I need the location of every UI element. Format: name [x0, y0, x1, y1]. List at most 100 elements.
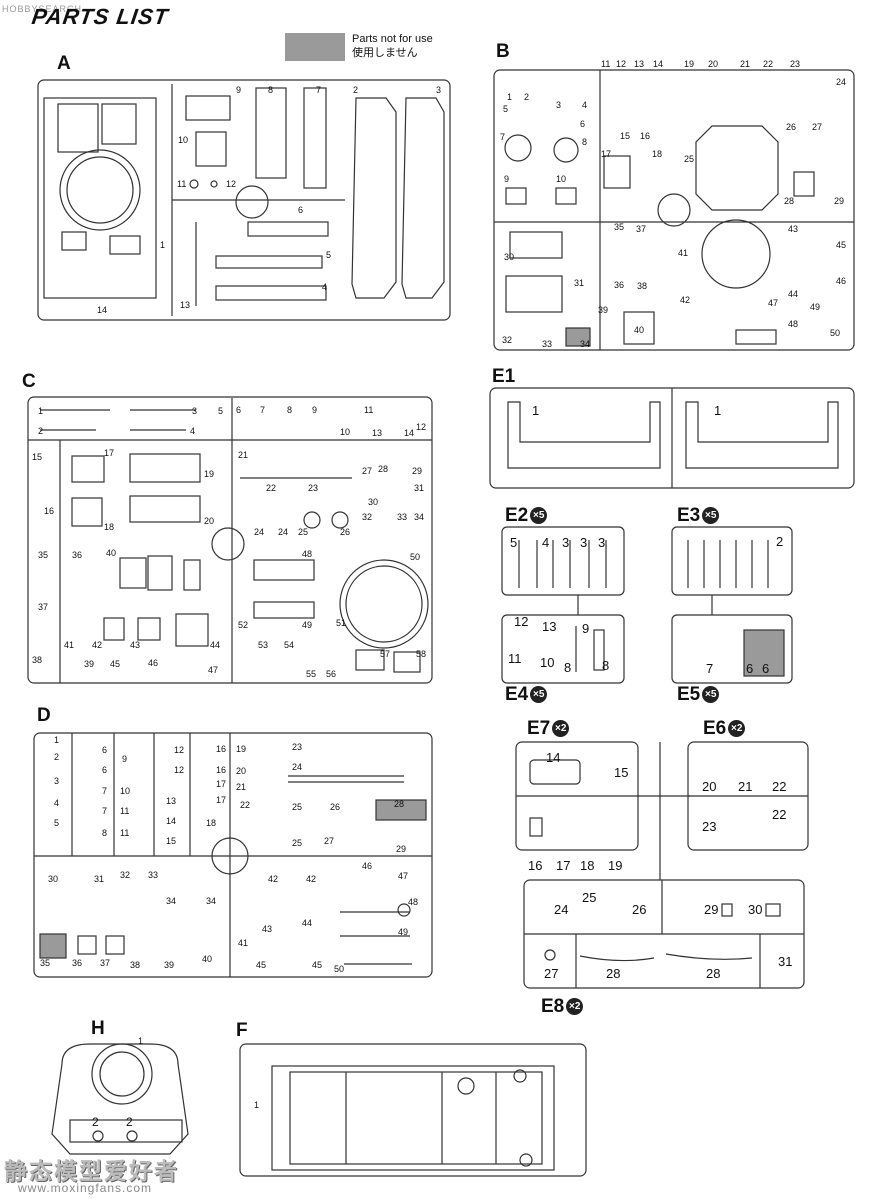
c-part-5: 5 — [218, 406, 223, 416]
c-part-57: 57 — [380, 649, 390, 659]
sprue-a-track-right — [401, 97, 445, 299]
b-part-21: 21 — [740, 59, 750, 69]
e5-text: E5 — [677, 684, 701, 705]
b-part-31: 31 — [574, 278, 584, 288]
sprue-d-part-35-not-used — [39, 933, 67, 959]
e8-part-30: 30 — [748, 902, 762, 917]
sprue-e1-part-1-left — [507, 401, 661, 469]
b-part-49: 49 — [810, 302, 820, 312]
b-part-4: 4 — [582, 100, 587, 110]
section-label-e3: E3×5 — [677, 505, 720, 527]
d-part-39: 39 — [164, 960, 174, 970]
e8-part-29: 29 — [704, 902, 718, 917]
d-part-9: 9 — [122, 754, 127, 764]
a-part-10: 10 — [178, 135, 188, 145]
section-label-c: C — [22, 371, 36, 392]
b-part-27: 27 — [812, 122, 822, 132]
c-part-20: 20 — [204, 516, 214, 526]
a-part-4: 4 — [322, 282, 327, 292]
c-part-12: 12 — [416, 422, 426, 432]
e7-part-18: 18 — [580, 858, 594, 873]
d-part-20: 20 — [236, 766, 246, 776]
d-part-13: 13 — [166, 796, 176, 806]
c-part-1: 1 — [38, 406, 43, 416]
section-label-b: B — [496, 41, 510, 62]
section-label-d: D — [37, 705, 51, 726]
b-part-46: 46 — [836, 276, 846, 286]
e8-part-25: 25 — [582, 890, 596, 905]
e7-part-16: 16 — [528, 858, 542, 873]
d-part-7b: 7 — [102, 806, 107, 816]
watermark-url: www.moxingfans.com — [18, 1181, 153, 1195]
c-part-54: 54 — [284, 640, 294, 650]
e7-part-17: 17 — [556, 858, 570, 873]
d-part-48: 48 — [408, 897, 418, 907]
d-part-7a: 7 — [102, 786, 107, 796]
section-label-h: H — [91, 1018, 105, 1039]
c-part-51: 51 — [336, 618, 346, 628]
section-label-e7: E7×2 — [527, 718, 570, 740]
watermark-bottom: 静态模型爱好者 — [4, 1159, 179, 1185]
b-part-42: 42 — [680, 295, 690, 305]
e8-part-26: 26 — [632, 902, 646, 917]
c-part-42: 42 — [92, 640, 102, 650]
a-part-9: 9 — [236, 85, 241, 95]
c-part-31: 31 — [414, 483, 424, 493]
c-part-58: 58 — [416, 649, 426, 659]
d-part-12a: 12 — [174, 745, 184, 755]
e8-text: E8 — [541, 996, 565, 1017]
e5-part-6b: 6 — [762, 661, 769, 676]
c-part-32: 32 — [362, 512, 372, 522]
a-part-13: 13 — [180, 300, 190, 310]
d-part-14: 14 — [166, 816, 176, 826]
b-part-15: 15 — [620, 131, 630, 141]
d-part-34a: 34 — [166, 896, 176, 906]
c-part-48: 48 — [302, 549, 312, 559]
e-part-labels: 1 1 5 4 3 3 3 2 12 13 9 11 10 8 8 7 6 6 … — [508, 403, 792, 981]
part-number-labels: 1 2 3 4 5 6 7 8 9 10 11 12 13 14 1 2 3 4… — [32, 59, 846, 974]
d-part-34b: 34 — [206, 896, 216, 906]
d-part-10: 10 — [120, 786, 130, 796]
c-part-29: 29 — [412, 466, 422, 476]
b-part-45: 45 — [836, 240, 846, 250]
c-part-33: 33 — [397, 512, 407, 522]
b-part-20: 20 — [708, 59, 718, 69]
h-part-2b: 2 — [126, 1115, 133, 1129]
h-part-2a: 2 — [92, 1115, 99, 1129]
sprue-a-hull-part — [43, 97, 157, 299]
c-part-13: 13 — [372, 428, 382, 438]
a-part-6: 6 — [298, 205, 303, 215]
c-part-16: 16 — [44, 506, 54, 516]
sprue-e3-e5 — [671, 526, 793, 684]
b-part-36: 36 — [614, 280, 624, 290]
c-part-9: 9 — [312, 405, 317, 415]
sprue-a-turret-ring — [59, 149, 141, 231]
c-part-34: 34 — [414, 512, 424, 522]
part-h-turret-front — [51, 1043, 189, 1155]
c-part-40: 40 — [106, 548, 116, 558]
b-part-3: 3 — [556, 100, 561, 110]
sprue-e1-part-1-right — [685, 401, 839, 469]
d-part-42b: 42 — [306, 874, 316, 884]
b-part-50: 50 — [830, 328, 840, 338]
c-part-7: 7 — [260, 405, 265, 415]
d-part-47: 47 — [398, 871, 408, 881]
b-part-38: 38 — [637, 281, 647, 291]
b-part-30: 30 — [504, 252, 514, 262]
c-part-55: 55 — [306, 669, 316, 679]
a-part-7: 7 — [316, 85, 321, 95]
e4-part-13: 13 — [542, 619, 556, 634]
c-part-18: 18 — [104, 522, 114, 532]
e1-part-1b: 1 — [714, 403, 721, 418]
b-part-35: 35 — [614, 222, 624, 232]
d-part-45b: 45 — [312, 960, 322, 970]
c-part-39: 39 — [84, 659, 94, 669]
b-part-14: 14 — [653, 59, 663, 69]
d-part-43: 43 — [262, 924, 272, 934]
e4-part-12: 12 — [514, 614, 528, 629]
d-part-24: 24 — [292, 762, 302, 772]
e4-part-8b: 8 — [602, 658, 609, 673]
d-part-6a: 6 — [102, 745, 107, 755]
c-part-41: 41 — [64, 640, 74, 650]
